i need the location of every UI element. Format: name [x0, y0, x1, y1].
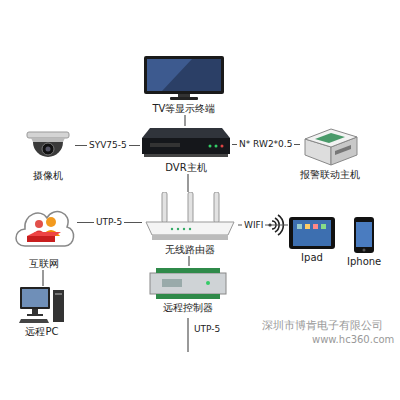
phone-icon — [353, 216, 375, 254]
device-label: 互联网 — [29, 257, 59, 270]
device-label: Ipad — [301, 251, 323, 264]
device-node: Ipad — [288, 216, 336, 264]
cable-label: UTP-5 — [94, 217, 124, 228]
device-label: 报警联动主机 — [300, 168, 360, 181]
device-node: TV等显示终端 — [142, 55, 226, 115]
device-label: Iphone — [347, 255, 381, 268]
controller-icon — [148, 266, 228, 300]
cable-connector — [187, 174, 188, 192]
cable-connector — [188, 256, 189, 266]
device-label: 无线路由器 — [165, 243, 215, 256]
cable-label: SYV75-5 — [87, 140, 129, 151]
internet-cloud-icon — [11, 200, 77, 256]
pc-icon — [19, 286, 65, 324]
watermark-text: www.hc360.com — [312, 334, 394, 345]
cable-line — [187, 318, 188, 352]
device-label: 远程PC — [25, 325, 58, 338]
device-node: 互联网 — [11, 200, 77, 270]
device-node: 远程PC — [19, 286, 65, 338]
device-label: 摄像机 — [33, 169, 63, 182]
device-node: 摄像机 — [21, 128, 75, 182]
cable-label: N* RW2*0.5 — [237, 139, 294, 150]
camera-icon — [21, 128, 75, 168]
cable-label: UTP-5 — [194, 324, 220, 334]
watermark-text: 深圳市博肯电子有限公司 — [262, 318, 383, 333]
tablet-icon — [288, 216, 336, 250]
device-label: DVR主机 — [165, 161, 206, 174]
router-icon — [142, 192, 238, 242]
tv-icon — [142, 55, 226, 101]
dvr-icon — [140, 126, 232, 160]
cable-label: WIFI — [242, 220, 265, 231]
device-node: Iphone — [347, 216, 381, 268]
device-node: DVR主机 — [140, 126, 232, 174]
alarm-host-icon — [301, 125, 359, 167]
device-label: 远程控制器 — [163, 301, 213, 314]
device-node: 无线路由器 — [142, 192, 238, 256]
device-node: 远程控制器 — [148, 266, 228, 314]
device-node: 报警联动主机 — [300, 125, 360, 181]
cable-connector — [42, 270, 43, 286]
device-label: TV等显示终端 — [153, 102, 216, 115]
cable-connector — [184, 115, 185, 126]
